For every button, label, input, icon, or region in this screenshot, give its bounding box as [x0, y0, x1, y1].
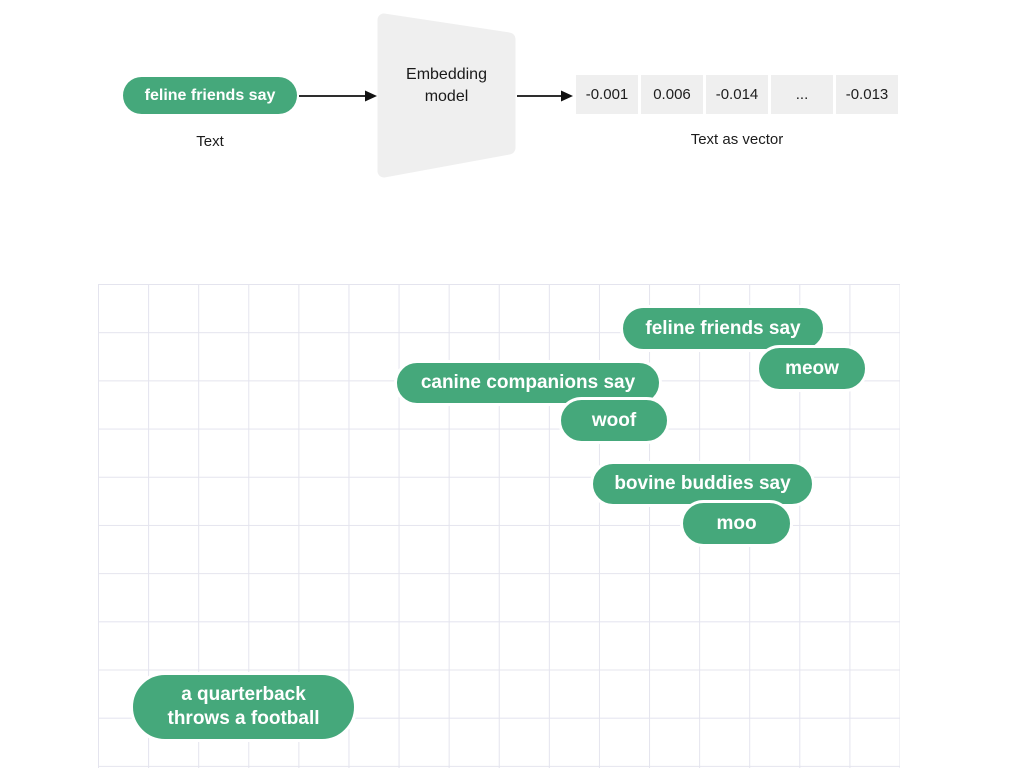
input-text-pill: feline friends say — [123, 77, 297, 114]
vector-cell: ... — [771, 75, 833, 114]
embedding-pill: moo — [680, 500, 793, 547]
embedding-pill: meow — [756, 345, 868, 392]
vector-cell: -0.001 — [576, 75, 638, 114]
embedding-pill: canine companions say — [394, 360, 662, 406]
input-caption: Text — [196, 133, 224, 150]
flow-graphics — [299, 13, 573, 178]
embedding-pill: woof — [558, 397, 670, 444]
vector-cells: -0.001 0.006 -0.014 ... -0.013 — [576, 75, 898, 114]
arrow-right-icon — [299, 90, 377, 102]
embedding-pill: a quarterback throws a football — [130, 672, 357, 742]
vector-cell: -0.014 — [706, 75, 768, 114]
vector-cell: -0.013 — [836, 75, 898, 114]
vector-caption: Text as vector — [690, 131, 784, 148]
embedding-model-shape — [377, 13, 516, 178]
vector-cell: 0.006 — [641, 75, 703, 114]
arrow-right-icon — [517, 90, 573, 102]
embedding-model-label: Embedding model — [406, 66, 487, 105]
